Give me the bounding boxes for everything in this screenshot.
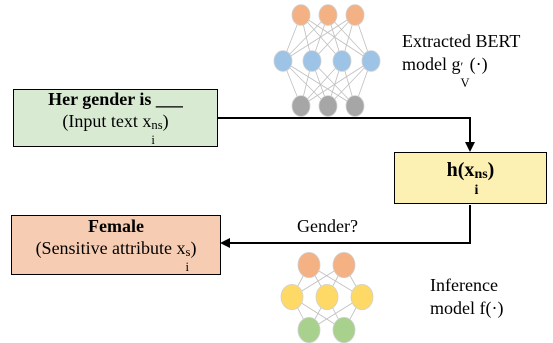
bert-edge — [300, 60, 372, 107]
bert-edge — [282, 14, 329, 62]
input-box-title: Her gender is ___ — [48, 89, 183, 110]
bert-edge — [282, 60, 329, 107]
bert-edge — [311, 14, 356, 62]
gender-question-label: Gender? — [297, 216, 358, 236]
bert-node-bottom — [318, 95, 338, 117]
bert-label-line1: Extracted BERT — [402, 31, 521, 51]
bert-edge — [282, 14, 356, 62]
inference-label-line2: model f(·) — [430, 297, 504, 318]
inference-model-label: Inference model f(·) — [430, 274, 503, 319]
inference-label-line1: Inference — [430, 275, 498, 295]
h-to-output-arrow — [220, 205, 471, 248]
input-to-h-arrow — [218, 117, 475, 152]
inference-node-top — [297, 251, 321, 279]
bert-model-label: Extracted BERT model g′V(·) — [402, 30, 520, 89]
inference-node-bottom — [332, 316, 356, 343]
inference-network-icon — [280, 251, 374, 343]
bert-node-bottom — [345, 95, 365, 117]
bert-node-middle — [273, 50, 293, 72]
output-box-title: Female — [88, 216, 144, 237]
inference-node-middle — [350, 283, 374, 311]
bert-network-icon — [273, 4, 381, 117]
bert-edge — [327, 60, 372, 107]
bert-edge — [300, 14, 343, 62]
bert-edge — [300, 60, 343, 107]
bert-node-bottom — [291, 95, 311, 117]
bert-node-middle — [332, 50, 352, 72]
bert-edge — [311, 60, 356, 107]
bert-node-middle — [302, 50, 322, 72]
bert-node-top — [345, 4, 365, 26]
bert-node-top — [318, 4, 338, 26]
inference-node-middle — [280, 283, 304, 311]
inference-node-middle — [315, 283, 339, 311]
bert-edge — [300, 14, 372, 62]
bert-edge — [327, 14, 372, 62]
bert-node-middle — [361, 50, 381, 72]
inference-node-bottom — [297, 316, 321, 343]
bert-node-top — [291, 4, 311, 26]
bert-label-line2: model g′V(·) — [402, 53, 488, 90]
inference-node-top — [332, 251, 356, 279]
bert-edge — [282, 60, 356, 107]
